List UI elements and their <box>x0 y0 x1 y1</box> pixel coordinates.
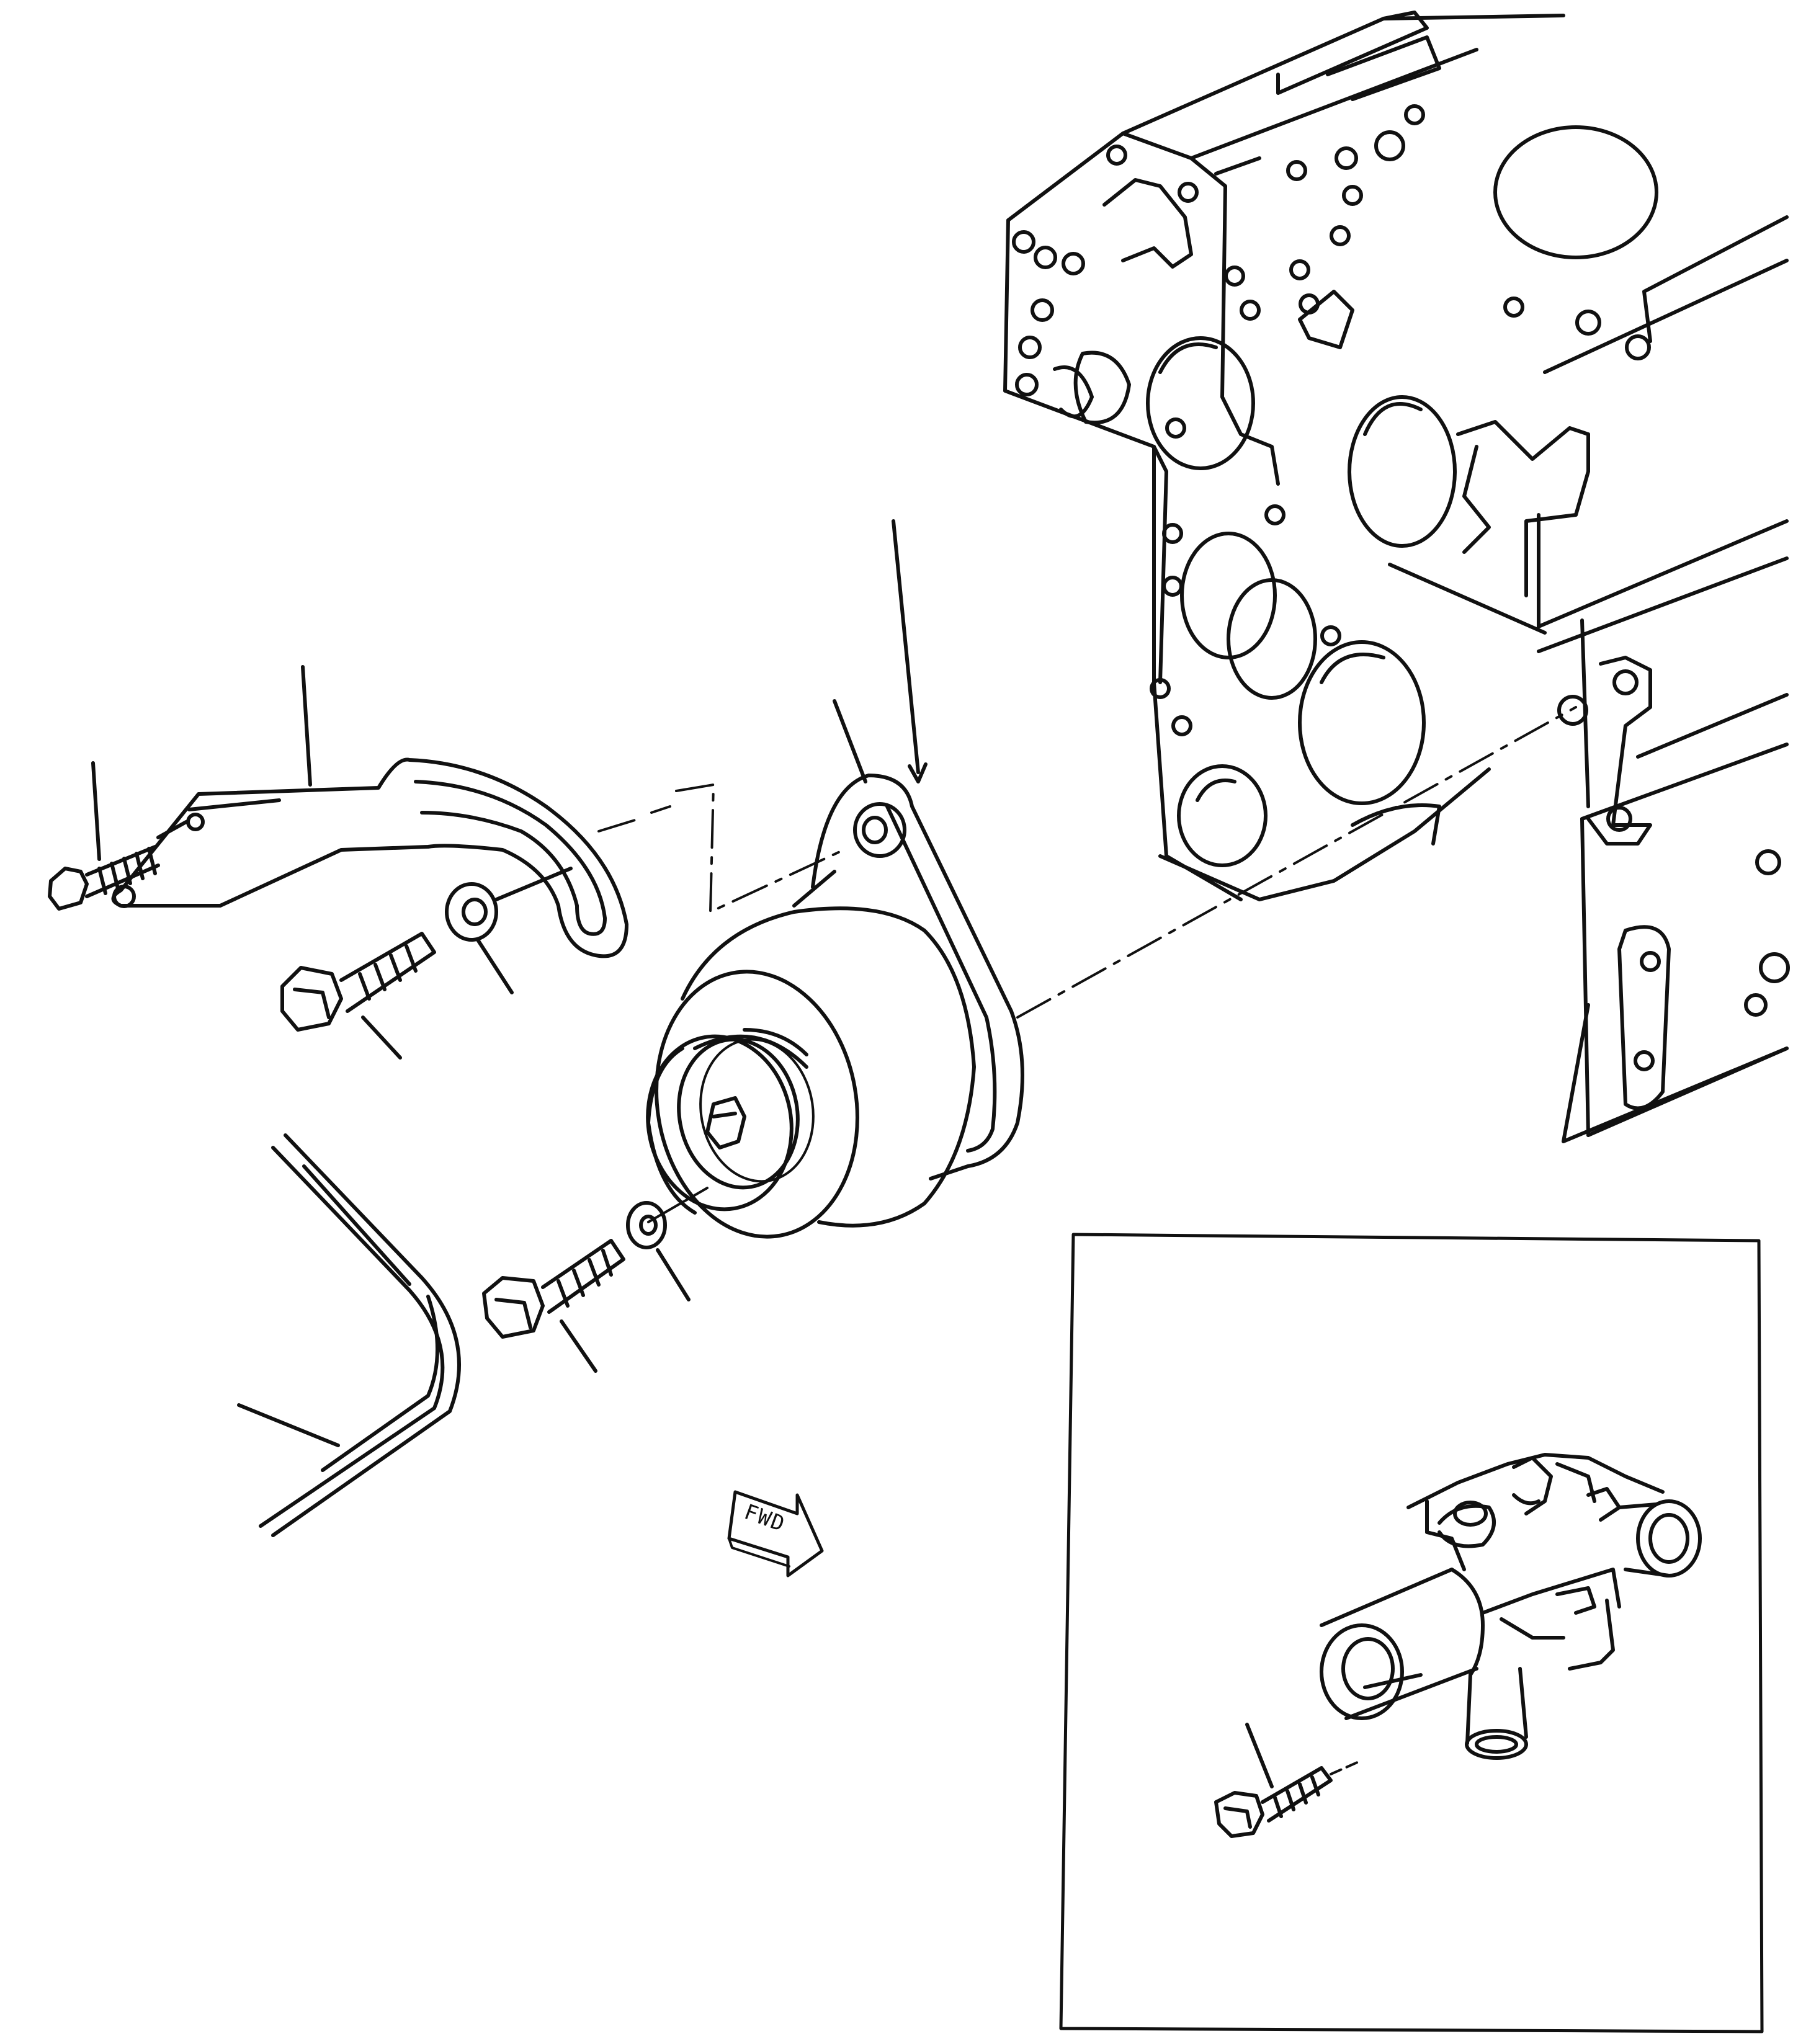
fwd-arrow-icon <box>727 1490 824 1578</box>
washer-icon <box>626 1201 691 1301</box>
inset-frame <box>1059 1233 1764 2033</box>
engine-block-icon <box>1003 11 1790 1143</box>
bolt-icon <box>482 1239 625 1373</box>
fwd-label: FWD <box>741 1499 789 1537</box>
washer-icon <box>445 867 573 994</box>
bolt-icon <box>1214 1723 1360 1838</box>
bolt-icon <box>280 932 436 1060</box>
belt-icon <box>237 1133 461 1537</box>
bolt-icon <box>48 761 188 911</box>
adjusting-strap-icon <box>111 665 628 958</box>
thermostat-housing-icon <box>1320 1453 1702 1760</box>
alternator-icon <box>646 699 1024 1239</box>
